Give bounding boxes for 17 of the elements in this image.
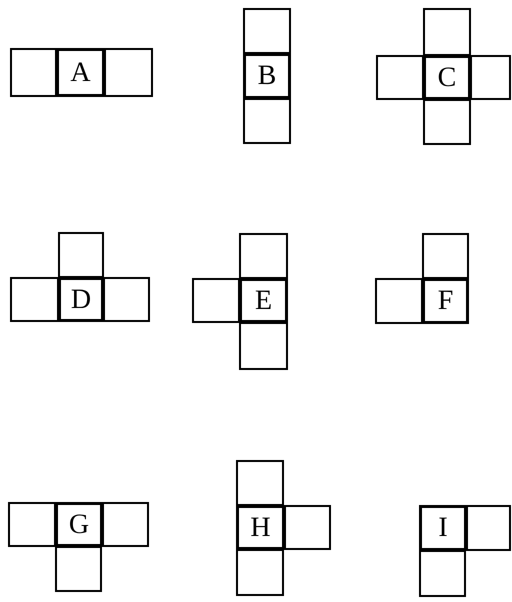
empty-square <box>239 322 288 370</box>
letter-square: H <box>236 505 285 550</box>
letter-square: A <box>56 48 105 97</box>
letter-square: E <box>239 278 288 323</box>
empty-square <box>55 546 102 592</box>
letter-square: G <box>55 502 103 547</box>
empty-square <box>466 505 511 551</box>
letter-square: I <box>419 505 467 551</box>
empty-square <box>419 550 466 597</box>
empty-square <box>470 55 511 100</box>
empty-square <box>243 98 291 144</box>
empty-square <box>236 549 284 596</box>
letter-square: B <box>243 53 291 99</box>
letter-square: C <box>423 55 471 100</box>
letter-square: F <box>422 278 469 324</box>
letter-square: D <box>58 277 104 322</box>
empty-square <box>423 99 471 145</box>
